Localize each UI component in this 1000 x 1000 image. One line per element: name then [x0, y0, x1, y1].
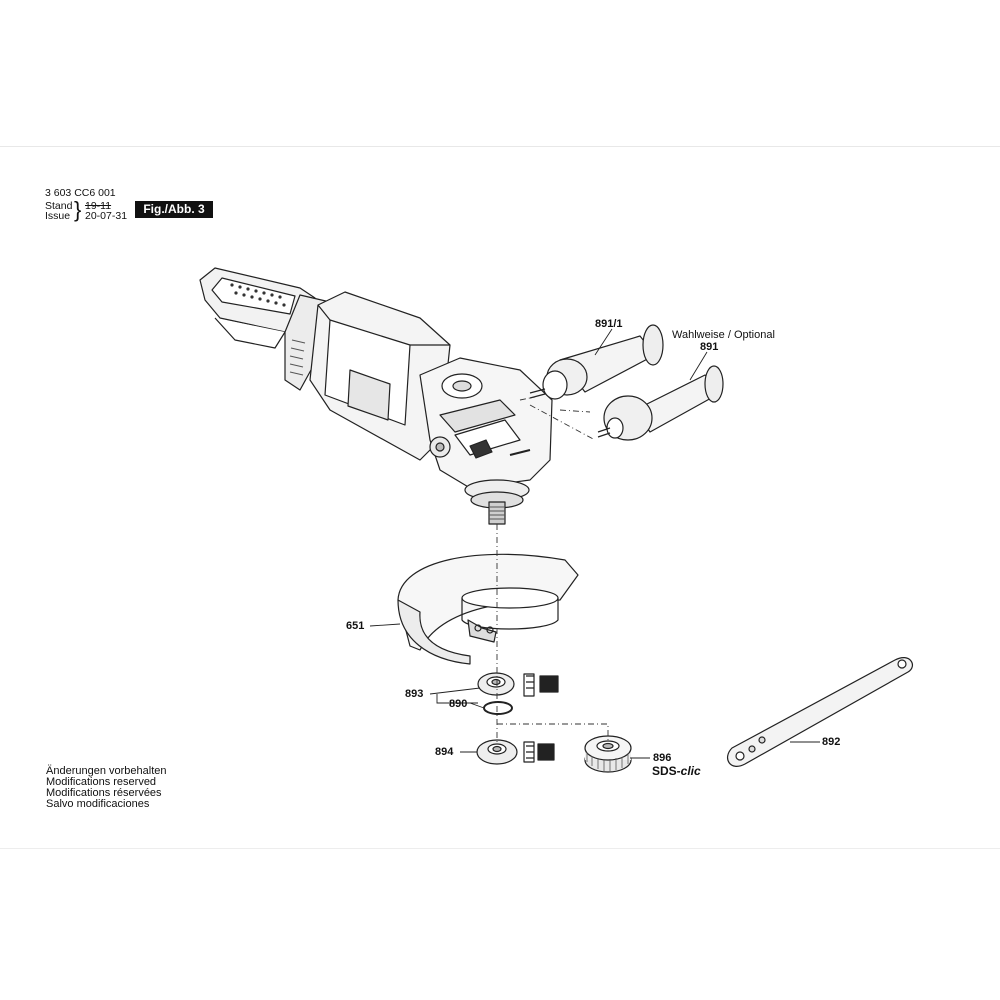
issue-date: 20-07-31	[85, 210, 128, 222]
wheel-guard-651	[397, 553, 579, 665]
issue-label: Issue	[45, 210, 71, 222]
sds-clic-brand: clic	[680, 764, 701, 778]
leader-lines	[369, 328, 820, 759]
part-label-891: 891	[700, 341, 719, 353]
flange-detail-icon	[523, 673, 559, 697]
stand-label: Stand	[45, 200, 73, 212]
doc-number: 3 603 CC6 001	[45, 187, 116, 199]
part-label-890: 890	[449, 698, 468, 710]
figure-label: Fig./Abb. 3	[135, 201, 213, 218]
assembly-axis-lines	[496, 396, 609, 745]
mounting-flange-893	[477, 672, 515, 696]
part-label-896: 896	[653, 752, 672, 764]
footer-line-de: Änderungen vorbehalten	[46, 765, 167, 777]
header-brace: }	[74, 197, 82, 222]
old-date: 19-11	[85, 200, 112, 212]
footer-line-en: Modifications reserved	[46, 776, 157, 788]
sds-clic-nut-896	[584, 735, 632, 773]
sds-clic-prefix: SDS-	[652, 764, 681, 778]
footer-line-es: Salvo modificaciones	[46, 798, 150, 810]
optional-note: Wahlweise / Optional	[672, 329, 775, 341]
two-pin-spanner-892	[727, 657, 913, 767]
footer-line-fr: Modifications réservées	[46, 787, 162, 799]
nut-detail-icon	[523, 741, 555, 763]
part-label-894: 894	[435, 746, 454, 758]
angle-grinder-body	[199, 267, 553, 525]
clamping-nut-894	[476, 739, 518, 765]
part-label-891-1: 891/1	[595, 318, 623, 330]
page-top-divider	[0, 146, 1000, 147]
side-handle-891	[597, 365, 724, 441]
page-bottom-divider	[0, 848, 1000, 849]
o-ring-890	[483, 701, 513, 715]
part-label-892: 892	[822, 736, 841, 748]
side-handle-891-1	[529, 324, 664, 400]
sds-clic-label: SDS-clic	[652, 765, 701, 777]
part-label-893: 893	[405, 688, 424, 700]
part-label-651: 651	[346, 620, 365, 632]
